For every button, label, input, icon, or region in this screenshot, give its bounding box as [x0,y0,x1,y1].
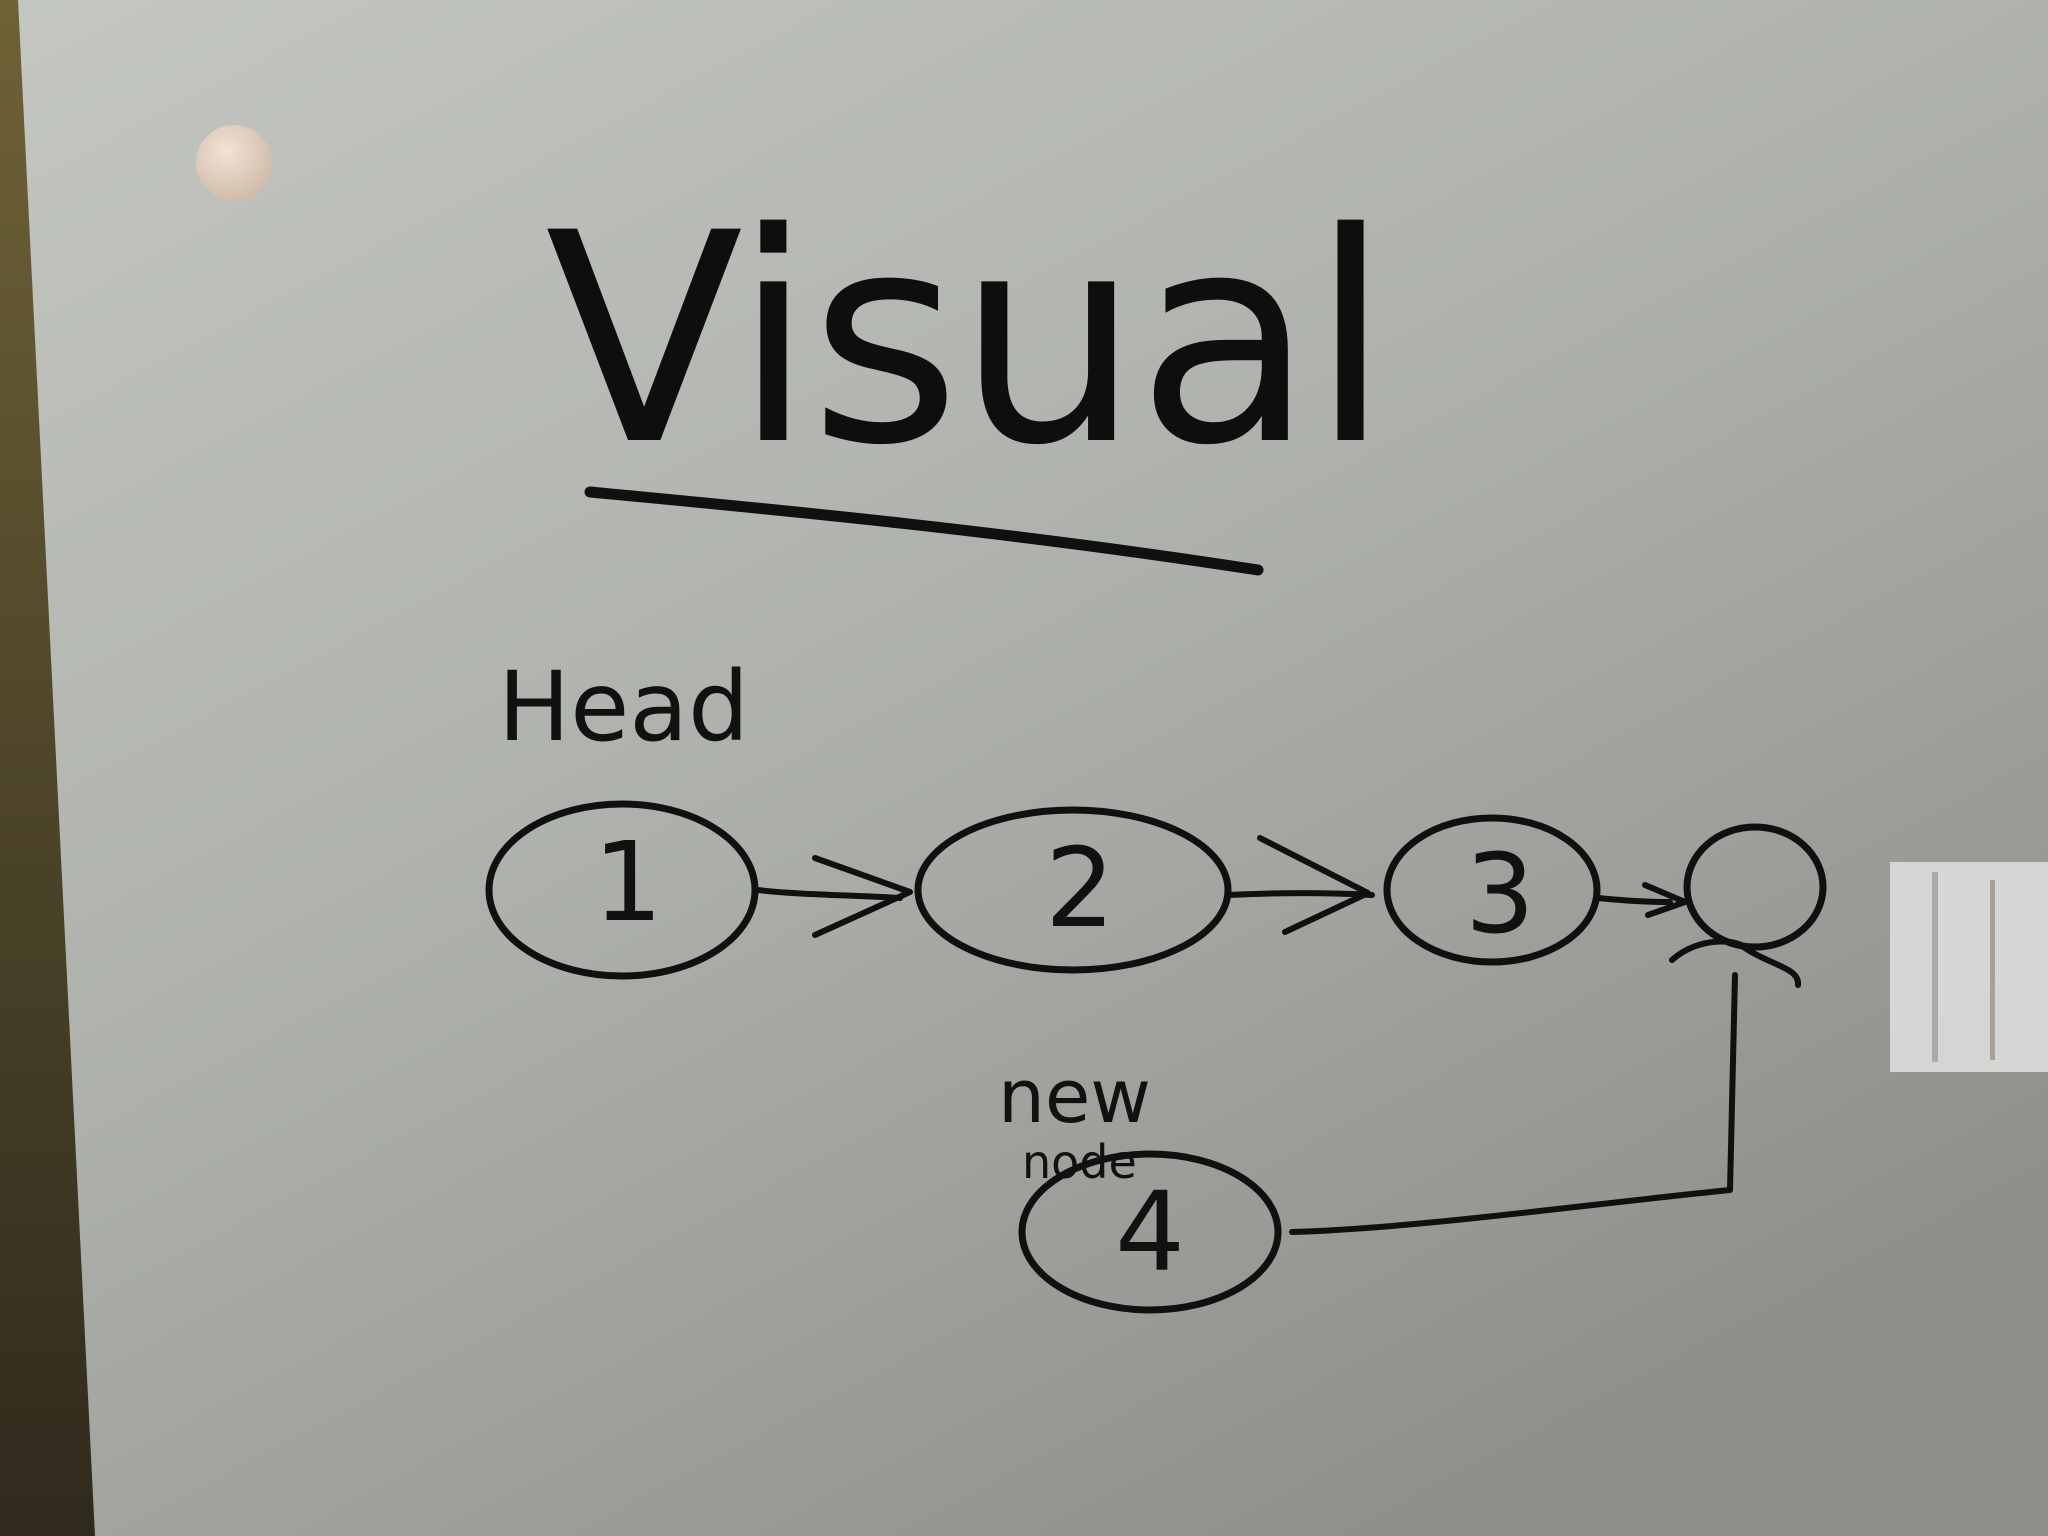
board-surface [18,0,2048,1536]
magnet [196,125,272,201]
arrow-1-to-2 [755,855,913,938]
new-node-label-2: node [1022,1135,1137,1189]
head-label: Head [498,651,749,763]
linked-list: 1 2 3 [485,800,1827,1314]
list-node: 3 [1383,814,1601,966]
list-node: 4 [1018,1150,1282,1314]
node-value: 4 [1115,1168,1185,1296]
node-circle [1383,814,1601,966]
title-visual: Visual [545,172,1387,509]
title-underline [584,486,1264,576]
list-node [1669,823,1827,988]
node-circle [1683,823,1827,951]
arrow-2-to-3 [1225,835,1375,935]
new-node-label: new [998,1054,1151,1140]
list-node: 2 [914,806,1232,974]
node-value: 3 [1465,830,1535,958]
arrow-3-to-tail [1595,882,1688,918]
node-value: 1 [593,818,663,946]
new-node-link [1289,972,1738,1235]
node-circle [1018,1150,1282,1314]
node-circle [914,806,1232,974]
node-value: 2 [1045,824,1115,952]
pointer-junction-mark [1669,938,1801,988]
window-reflection [1890,862,2048,1072]
